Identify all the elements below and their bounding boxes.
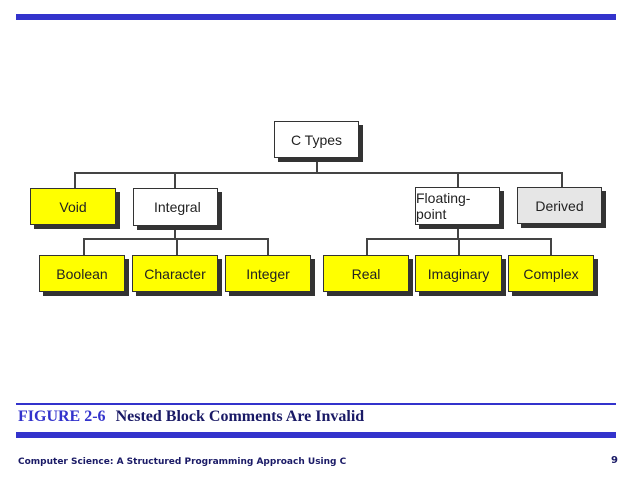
- root-node: C Types: [274, 121, 359, 158]
- void-node: Void: [30, 188, 116, 225]
- integer-node: Integer: [225, 255, 311, 292]
- boolean-connector: [83, 238, 85, 255]
- root-connector: [316, 158, 318, 173]
- void-connector: [74, 172, 76, 188]
- integral-node: Integral: [133, 188, 218, 226]
- real-label: Real: [351, 265, 381, 282]
- real-connector: [366, 238, 368, 255]
- category-bus: [74, 172, 563, 174]
- integral-down-connector: [174, 226, 176, 239]
- footer-book-title: Computer Science: A Structured Programmi…: [18, 457, 347, 467]
- derived-label: Derived: [535, 197, 584, 214]
- floating-point-label: Floating-point: [416, 190, 471, 222]
- character-node: Character: [132, 255, 218, 292]
- derived-node: Derived: [517, 187, 602, 224]
- character-connector: [176, 238, 178, 255]
- caption-top-rule: [16, 403, 616, 405]
- figure-caption: FIGURE 2-6 Nested Block Comments Are Inv…: [18, 408, 364, 426]
- complex-connector: [550, 238, 552, 255]
- complex-label: Complex: [523, 265, 579, 282]
- root-label: C Types: [290, 131, 343, 148]
- integral-connector: [174, 172, 176, 188]
- imaginary-label: Imaginary: [427, 265, 490, 282]
- floating-connector: [457, 172, 459, 188]
- imaginary-connector: [458, 238, 460, 255]
- floating-point-node: Floating-point: [415, 187, 500, 225]
- character-label: Character: [144, 265, 206, 282]
- figure-number: FIGURE 2-6: [18, 408, 106, 425]
- boolean-label: Boolean: [56, 265, 108, 282]
- integer-label: Integer: [246, 265, 290, 282]
- real-node: Real: [323, 255, 409, 292]
- integral-label: Integral: [154, 199, 201, 215]
- imaginary-node: Imaginary: [415, 255, 502, 292]
- complex-node: Complex: [508, 255, 594, 292]
- derived-connector: [561, 172, 563, 188]
- floating-down-connector: [457, 226, 459, 239]
- caption-bottom-rule: [16, 432, 616, 438]
- integer-connector: [267, 238, 269, 255]
- top-rule: [16, 14, 616, 20]
- boolean-node: Boolean: [39, 255, 125, 292]
- void-label: Void: [59, 198, 87, 215]
- figure-title: Nested Block Comments Are Invalid: [115, 408, 365, 425]
- footer-page-number: 9: [611, 455, 618, 466]
